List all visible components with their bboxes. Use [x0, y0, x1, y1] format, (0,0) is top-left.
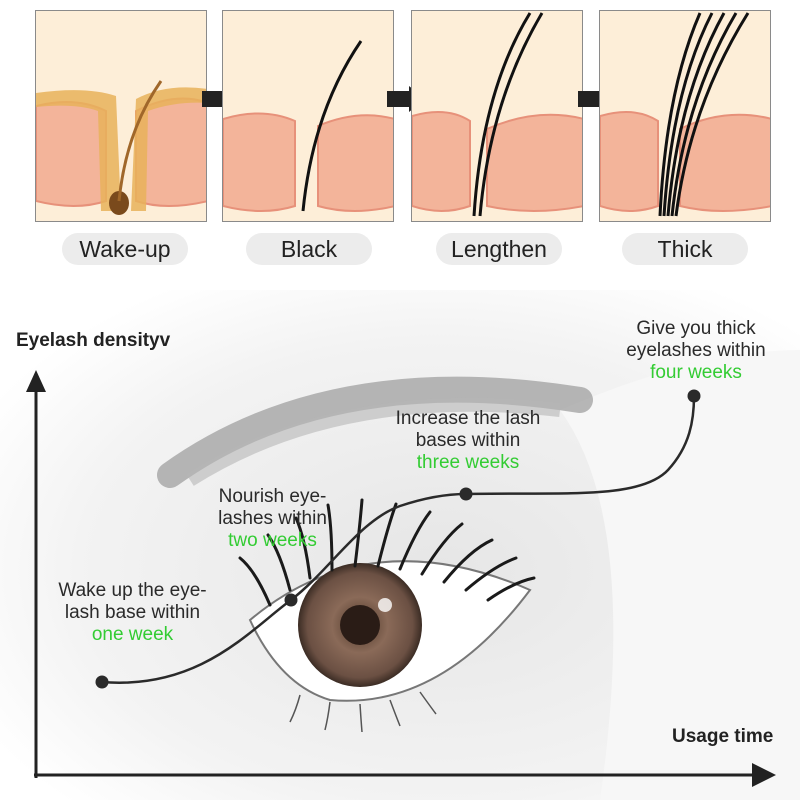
milestone-text-line: lash base within: [64, 602, 201, 623]
stage-panel-wake-up: [35, 10, 207, 222]
milestone-point-four-weeks: [687, 389, 701, 403]
stage-label-black: Black: [246, 233, 372, 265]
milestone-text-line: Give you thick: [636, 318, 756, 339]
stage-panel-black: [222, 10, 394, 222]
milestone-point-one-week: [95, 675, 109, 689]
milestone-text-line: Increase the lash: [395, 408, 541, 429]
milestone-label-three-weeks: Increase the lash bases within three wee…: [376, 408, 560, 474]
milestone-point-three-weeks: [459, 487, 473, 501]
follicle-small-hair-illustration: [36, 11, 206, 221]
follicle-one-lash-illustration: [223, 11, 393, 221]
milestone-highlight: two weeks: [228, 530, 317, 551]
follicle-two-lashes-illustration: [412, 11, 582, 221]
growth-curve: [101, 395, 696, 684]
milestone-highlight: three weeks: [416, 452, 520, 473]
milestone-text-line: Wake up the eye-: [58, 580, 207, 601]
milestone-highlight: four weeks: [650, 362, 742, 383]
stage-label-wake-up: Wake-up: [62, 233, 188, 265]
milestone-text-line: bases within: [415, 430, 521, 451]
stage-label-thick: Thick: [622, 233, 748, 265]
eye-illustration: [0, 290, 800, 800]
milestone-label-four-weeks: Give you thick eyelashes within four wee…: [610, 318, 782, 384]
x-axis-arrow-icon: [752, 763, 776, 787]
milestone-label-two-weeks: Nourish eye- lashes within two weeks: [200, 486, 345, 552]
stage-panel-thick: [599, 10, 771, 222]
milestone-point-two-weeks: [284, 593, 298, 607]
milestone-text-line: eyelashes within: [626, 340, 766, 361]
y-axis-title: Eyelash densityv: [16, 330, 171, 351]
y-axis-arrow-icon: [26, 370, 46, 392]
follicle-many-lashes-illustration: [600, 11, 770, 221]
milestone-text-line: Nourish eye-: [218, 486, 327, 507]
stage-panel-lengthen: [411, 10, 583, 222]
x-axis-title: Usage time: [672, 726, 774, 747]
stage-label-lengthen: Lengthen: [436, 233, 562, 265]
milestone-text-line: lashes within: [218, 508, 327, 529]
milestone-highlight: one week: [91, 624, 174, 645]
milestone-label-one-week: Wake up the eye- lash base within one we…: [40, 580, 225, 646]
